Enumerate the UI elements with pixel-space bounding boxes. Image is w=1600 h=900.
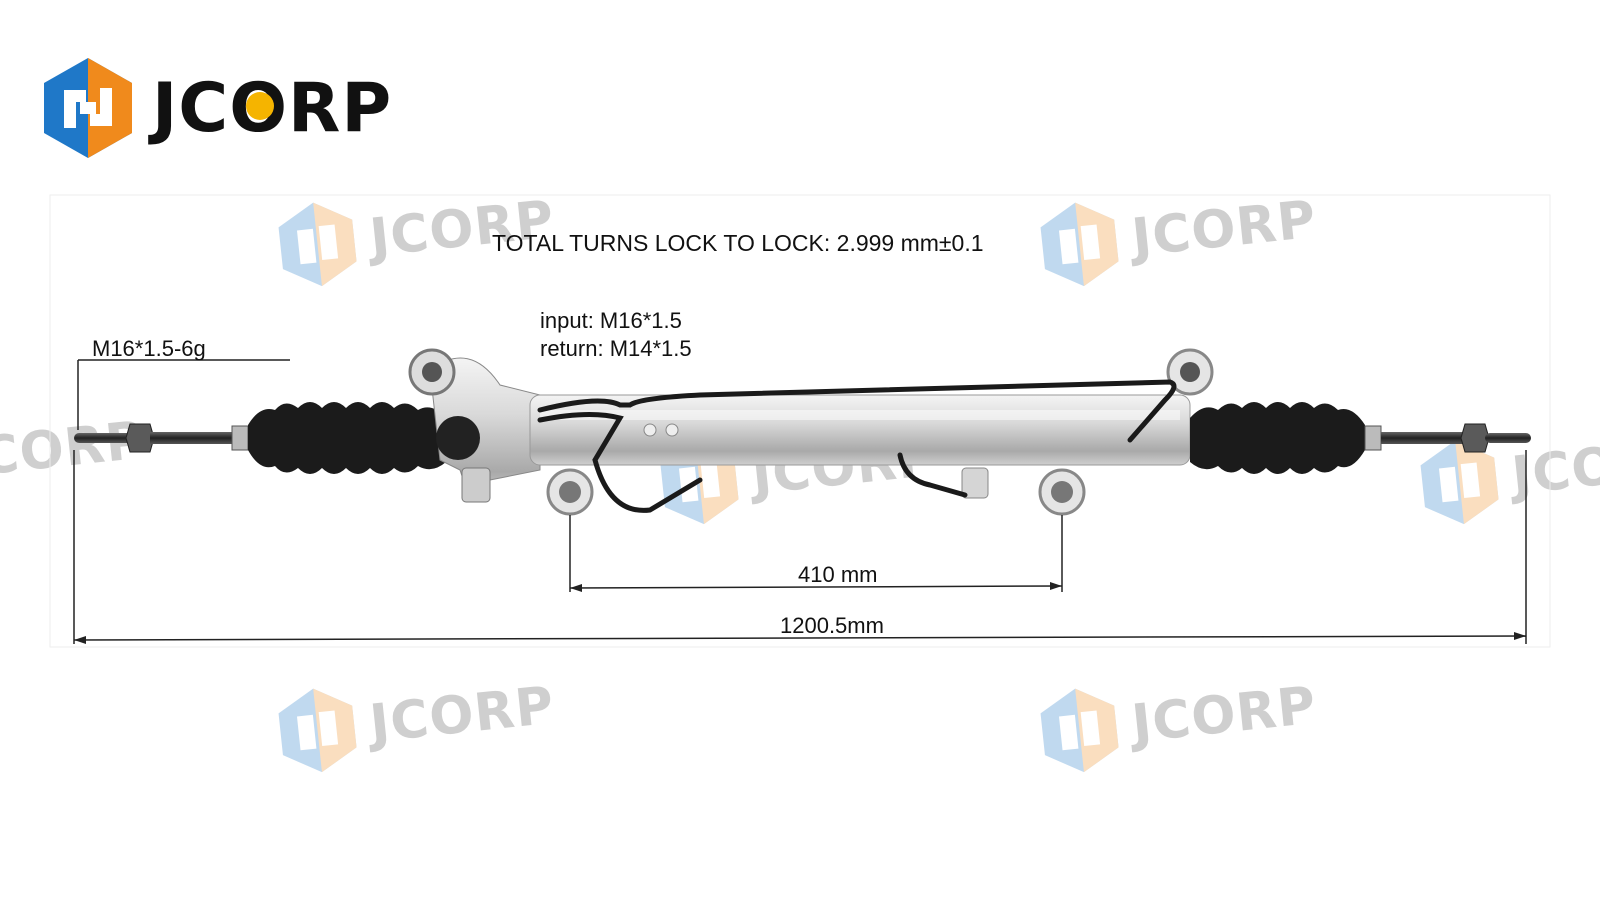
jcorp-logo-icon <box>1040 202 1119 287</box>
watermark: JCORP <box>1036 662 1321 778</box>
overall-length-dimension <box>73 450 1527 644</box>
watermark: JCORP <box>1036 176 1321 292</box>
watermark: JCORP <box>274 176 559 292</box>
mount-distance-label: 410 mm <box>798 562 878 587</box>
return-port-label: return: M14*1.5 <box>540 336 692 361</box>
hydraulic-pipes <box>537 379 1177 513</box>
left-bellows-boot <box>248 402 446 474</box>
rack-housing <box>529 348 1214 516</box>
left-tie-rod <box>74 423 249 453</box>
jcorp-logo-icon <box>278 202 357 287</box>
input-port-label: input: M16*1.5 <box>540 308 682 333</box>
jcorp-logo-icon <box>1420 440 1499 525</box>
thread-leader-line <box>77 359 290 430</box>
diagram-title: TOTAL TURNS LOCK TO LOCK: 2.999 mm±0.1 <box>492 230 984 256</box>
watermark: JCORP <box>274 662 559 778</box>
valve-housing <box>408 348 541 503</box>
jcorp-logo-icon <box>278 688 357 773</box>
mount-distance-dimension <box>569 515 1063 592</box>
jcorp-logo-icon <box>1040 688 1119 773</box>
brand-dot-icon <box>246 92 274 120</box>
watermark: JCORP <box>1416 414 1600 530</box>
diagram-frame <box>49 194 1551 648</box>
overall-length-label: 1200.5mm <box>780 613 884 638</box>
thread-spec-label: M16*1.5-6g <box>92 336 206 361</box>
jcorp-logo-icon <box>44 58 132 158</box>
right-tie-rod <box>1364 423 1531 453</box>
right-bellows-boot <box>1190 402 1365 474</box>
